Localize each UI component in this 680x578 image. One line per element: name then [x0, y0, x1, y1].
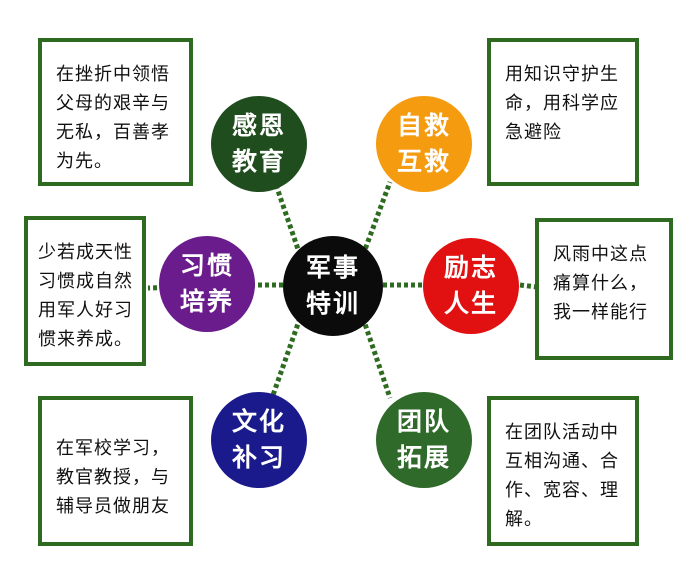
- center-label-line-1: 军事: [305, 253, 360, 282]
- node-label-line-1: 习惯: [179, 251, 234, 280]
- description-line: 教官教授，与: [56, 467, 170, 488]
- connector-line: [360, 317, 393, 399]
- node-inspire: 励志 人生: [423, 238, 519, 334]
- connector-line: [269, 317, 303, 399]
- node-label-line-2: 互救: [396, 147, 451, 176]
- description-line: 风雨中这点: [553, 244, 648, 265]
- description-line: 为先。: [56, 151, 113, 172]
- description-box-habit: 少若成天性 习惯成自然 用军人好习 惯来养成。: [24, 216, 146, 366]
- center-circle-military-training: 军事 特训: [283, 236, 383, 336]
- description-box-inspire: 风雨中这点 痛算什么， 我一样能行: [535, 218, 673, 360]
- node-self-rescue: 自救 互救: [376, 96, 472, 192]
- node-label-line-1: 感恩: [231, 111, 286, 140]
- node-label-line-1: 文化: [231, 407, 286, 436]
- node-label-line-2: 人生: [443, 289, 498, 318]
- description-line: 互相沟通、合: [505, 451, 619, 472]
- node-label-line-2: 培养: [179, 287, 234, 316]
- description-line: 习惯成自然: [38, 271, 133, 292]
- node-label-line-1: 团队: [396, 407, 451, 436]
- node-culture: 文化 补习: [211, 392, 307, 488]
- node-label-line-2: 补习: [231, 443, 286, 472]
- connector-line: [272, 181, 303, 256]
- node-gratitude: 感恩 教育: [211, 96, 307, 192]
- description-box-team: 在团队活动中 互相沟通、合 作、宽容、理 解。: [487, 396, 639, 546]
- description-line: 惯来养成。: [38, 329, 133, 350]
- description-line: 少若成天性: [38, 242, 133, 263]
- description-box-self-rescue: 用知识守护生 命，用科学应 急避险: [487, 38, 639, 186]
- description-box-gratitude: 在挫折中领悟 父母的艰辛与 无私，百善孝 为先。: [38, 38, 193, 186]
- node-habit: 习惯 培养: [159, 236, 255, 332]
- description-line: 作、宽容、理: [505, 480, 619, 501]
- node-label-line-2: 拓展: [396, 443, 451, 472]
- description-line: 辅导员做朋友: [56, 496, 170, 517]
- center-label-line-2: 特训: [305, 289, 360, 318]
- description-line: 在团队活动中: [505, 422, 619, 443]
- description-line: 用知识守护生: [505, 64, 619, 85]
- description-line: 无私，百善孝: [56, 122, 170, 143]
- description-line: 痛算什么，: [553, 273, 648, 294]
- node-label-line-1: 自救: [396, 111, 451, 140]
- description-line: 在军校学习，: [56, 438, 170, 459]
- node-label-line-1: 励志: [443, 253, 498, 282]
- connector-line: [519, 282, 538, 290]
- description-line: 用军人好习: [38, 300, 133, 321]
- node-label-line-2: 教育: [231, 147, 286, 176]
- description-line: 父母的艰辛与: [56, 93, 170, 114]
- description-line: 命，用科学应: [505, 93, 619, 114]
- description-line: 在挫折中领悟: [56, 64, 170, 85]
- description-line: 我一样能行: [553, 302, 648, 323]
- node-team: 团队 拓展: [376, 392, 472, 488]
- description-box-culture: 在军校学习， 教官教授，与 辅导员做朋友: [38, 396, 193, 546]
- description-line: 急避险: [505, 122, 562, 143]
- description-line: 解。: [505, 509, 543, 530]
- connector-line: [360, 181, 393, 256]
